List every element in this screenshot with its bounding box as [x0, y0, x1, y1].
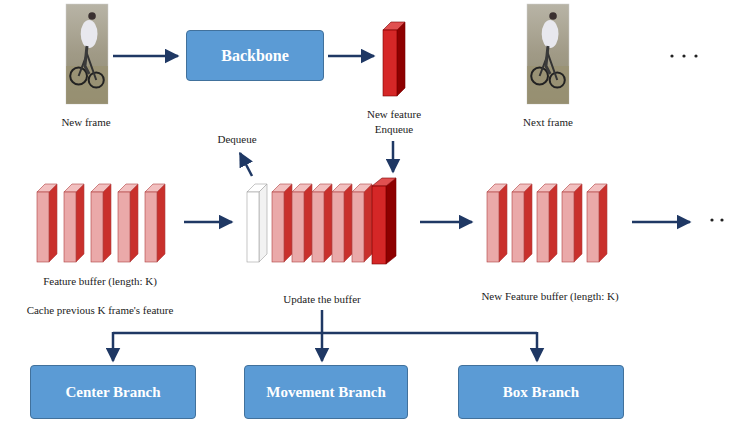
feature-slab: [487, 184, 507, 262]
node-label: Movement Branch: [266, 384, 386, 401]
flow-arrow: [632, 221, 690, 224]
node-label: Backbone: [221, 47, 289, 65]
branch-box: Box Branch: [458, 365, 624, 419]
backbone-box: Backbone: [186, 30, 324, 81]
feature-block: [383, 22, 405, 96]
flow-arrow: [328, 55, 374, 58]
label-text: New feature: [367, 108, 421, 121]
tree-line: [113, 332, 537, 335]
new-feature-slab: [372, 178, 396, 264]
ellipsis: [670, 54, 697, 57]
flow-arrow: [113, 55, 178, 58]
frame-image: [66, 4, 108, 104]
feature-slab: [352, 184, 372, 262]
feature-slab: [272, 184, 292, 262]
flow-arrow: [184, 221, 232, 224]
dequeue-arrow: [240, 153, 252, 176]
label-text: Feature buffer (length: K): [43, 275, 157, 288]
label-text: New frame: [61, 116, 110, 129]
feature-slab: [512, 184, 532, 262]
feature-slab: [537, 184, 557, 262]
feature-slab: [145, 184, 165, 262]
branch-box: Movement Branch: [244, 365, 408, 419]
flow-arrow: [420, 221, 472, 224]
label-text: Enqueue: [375, 123, 413, 136]
branch-arrow: [321, 333, 324, 361]
feature-slab: [562, 184, 582, 262]
feature-slab: [332, 184, 352, 262]
node-label: Box Branch: [503, 384, 579, 401]
feature-slab: [37, 184, 57, 262]
feature-slab: [587, 184, 607, 262]
feature-slab: [64, 184, 84, 262]
label-text: Update the buffer: [283, 293, 360, 306]
node-label: Center Branch: [65, 384, 160, 401]
next-frame-image: [527, 4, 569, 104]
branch-arrow: [112, 332, 115, 361]
ellipsis: [710, 218, 723, 221]
feature-slab: [118, 184, 138, 262]
dequeued-slab: [247, 184, 267, 262]
label-text: Cache previous K frame's feature: [27, 304, 174, 317]
label-text: Dequeue: [217, 133, 256, 146]
enqueue-arrow: [392, 141, 395, 172]
label-text: Next frame: [523, 116, 573, 129]
branch-box: Center Branch: [30, 365, 196, 419]
feature-slab: [292, 184, 312, 262]
feature-slab: [312, 184, 332, 262]
label-text: New Feature buffer (length: K): [481, 290, 618, 303]
branch-arrow: [536, 332, 539, 361]
tree-line: [321, 310, 324, 333]
feature-slab: [91, 184, 111, 262]
